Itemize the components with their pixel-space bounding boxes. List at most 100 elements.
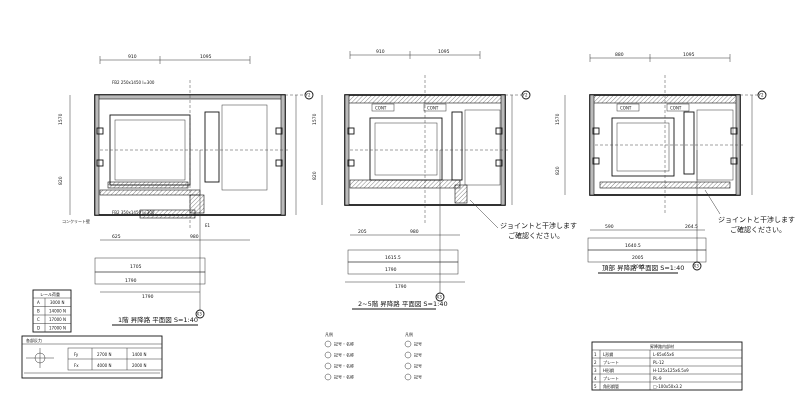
dim-inner-b: 2005: [632, 255, 644, 261]
legend-a: 凡例 記号・名称 記号・名称 記号・名称 記号・名称: [324, 331, 354, 381]
dim-top-right: 1095: [683, 52, 695, 58]
dim-overall: 2005: [633, 264, 645, 270]
label-cont-right: CONT: [427, 106, 439, 111]
dim-inner-a: 1705: [130, 264, 142, 270]
legend-b: 凡例 記号 記号 記号 記号: [404, 331, 422, 381]
legend-a-item-1: 記号・名称: [334, 341, 354, 347]
grid-mark-y2: Y2: [305, 93, 311, 98]
load-table: レール荷重 A 3000 N B 14000 N C 17000 N D 170…: [32, 289, 72, 333]
spec-row4-no: 4: [594, 376, 597, 381]
dim-bottom-right: 980: [410, 229, 419, 235]
axis-mark-x3: X3: [197, 312, 203, 317]
dim-top-left: 910: [376, 49, 385, 55]
dim-bottom-right: 264.5: [685, 224, 698, 230]
reaction-table-header: 各部反力: [26, 337, 42, 343]
reaction-row2-b: 4000 N: [97, 363, 111, 368]
legend-a-title: 凡例: [325, 331, 333, 337]
dim-overall: 1790: [395, 284, 407, 290]
spec-row3-spec: H-125x125x6.5x9: [653, 368, 689, 373]
reaction-table: 各部反力 Fy 2700 N 1400 N Fx 4000 N 2000 N: [21, 335, 163, 379]
label-fb2-top: FB2 250x1450 l=300: [112, 80, 155, 85]
label-fb2-bottom: FB2 350x1450 l=300: [112, 210, 155, 215]
load-row-a-value: 3000 N: [50, 300, 64, 305]
plan-title: 2~5階 昇降路 平面図 S=1:40: [358, 299, 448, 308]
plan-title: 1階 昇降路 平面図 S=1:40: [118, 315, 198, 324]
spec-row2-no: 2: [594, 360, 597, 365]
grid-mark-y2: Y2: [522, 93, 528, 98]
axis-mark-x3: X3: [437, 295, 443, 300]
spec-row1-spec: L-65x65x6: [653, 352, 675, 357]
dim-bottom-right: 980: [190, 234, 199, 240]
reaction-row1-b: 2700 N: [97, 352, 111, 357]
load-row-d-value: 17000 N: [49, 326, 66, 331]
spec-row5-spec: □-100x50x3.2: [653, 384, 682, 389]
dim-inner-a: 1615.5: [385, 255, 401, 261]
axis-mark-x3: X3: [694, 264, 700, 269]
dim-side-lower: 820: [312, 171, 318, 180]
legend-b-item-3: 記号: [414, 363, 422, 369]
spec-row2-name: プレート: [603, 359, 619, 365]
reaction-row2-a: Fx: [74, 363, 79, 368]
dim-side-upper: 1570: [58, 113, 64, 125]
spec-row1-no: 1: [594, 352, 597, 357]
legend-b-title: 凡例: [405, 331, 413, 337]
plan-2-5f: 910 1095 1570 820 CONT CONT Y2 ジョイントと干渉し…: [312, 49, 577, 310]
reaction-row1-c: 1400 N: [132, 352, 146, 357]
interference-note-line1: ジョイントと干渉します: [500, 221, 577, 230]
spec-row2-spec: PL-12: [653, 360, 665, 365]
dim-top-right: 1095: [200, 54, 212, 60]
spec-row4-spec: PL-9: [653, 376, 662, 381]
label-cont-left: CONT: [620, 106, 632, 111]
label-cont-left: CONT: [375, 106, 387, 111]
grid-mark-y2: Y2: [758, 93, 764, 98]
legend-b-item-2: 記号: [414, 352, 422, 358]
dim-inner-b: 1790: [385, 267, 397, 273]
spec-table-header: 昇降路内部材: [650, 343, 674, 349]
reaction-row1-a: Fy: [74, 352, 79, 357]
dim-bottom-left: 205: [358, 229, 367, 235]
dim-side-upper: 1570: [312, 113, 318, 125]
load-row-b-key: B: [37, 309, 40, 314]
label-cont-right: CONT: [670, 106, 682, 111]
dim-top-left: 880: [615, 52, 624, 58]
dim-side-lower: 820: [58, 176, 64, 185]
load-row-c-key: C: [37, 317, 40, 322]
load-row-b-value: 14000 N: [49, 309, 66, 314]
interference-note-line2: ご確認ください。: [730, 225, 786, 234]
label-e1: E1: [205, 223, 211, 228]
dim-overall: 1790: [142, 294, 154, 300]
spec-row4-name: プレート: [603, 375, 619, 381]
dim-inner-b: 1790: [125, 278, 137, 284]
plan-1f: 910 1095 1570 820 FB2 250x1450 l=300 FB2: [58, 54, 314, 326]
label-concrete-wall: コンクリート壁: [62, 218, 90, 224]
legend-a-item-2: 記号・名称: [334, 352, 354, 358]
legend-a-item-4: 記号・名称: [334, 374, 354, 380]
dim-side-lower: 820: [555, 166, 561, 175]
plan-roof: 880 1095 1570 820 CONT CONT Y2 ジョイントと干渉し…: [555, 52, 795, 274]
load-row-c-value: 17000 N: [49, 317, 66, 322]
load-table-header: レール荷重: [40, 291, 60, 297]
dim-bottom-left: 590: [605, 224, 614, 230]
spec-row3-no: 3: [594, 368, 597, 373]
load-row-a-key: A: [37, 300, 40, 305]
spec-row5-no: 5: [594, 384, 597, 389]
load-row-d-key: D: [37, 326, 40, 331]
spec-row3-name: H形鋼: [603, 367, 614, 373]
dim-top-left: 910: [128, 54, 137, 60]
dim-bottom-left: 625: [112, 234, 121, 240]
legend-b-item-1: 記号: [414, 341, 422, 347]
legend-b-item-4: 記号: [414, 374, 422, 380]
spec-row5-name: 角形鋼管: [603, 383, 619, 389]
reaction-row2-c: 2000 N: [132, 363, 146, 368]
interference-note-line2: ご確認ください。: [508, 231, 564, 240]
dim-top-right: 1095: [438, 49, 450, 55]
interference-note-line1: ジョイントと干渉します: [718, 215, 795, 224]
spec-table: 昇降路内部材 1 L形鋼 L-65x65x6 2 プレート PL-12 3 H形…: [591, 341, 743, 391]
plan-title: 頂部 昇降路 平面図 S=1:40: [602, 263, 684, 272]
dim-inner-a: 1640.5: [625, 243, 641, 249]
spec-row1-name: L形鋼: [603, 351, 613, 357]
dim-side-upper: 1570: [555, 113, 561, 125]
legend-a-item-3: 記号・名称: [334, 363, 354, 369]
